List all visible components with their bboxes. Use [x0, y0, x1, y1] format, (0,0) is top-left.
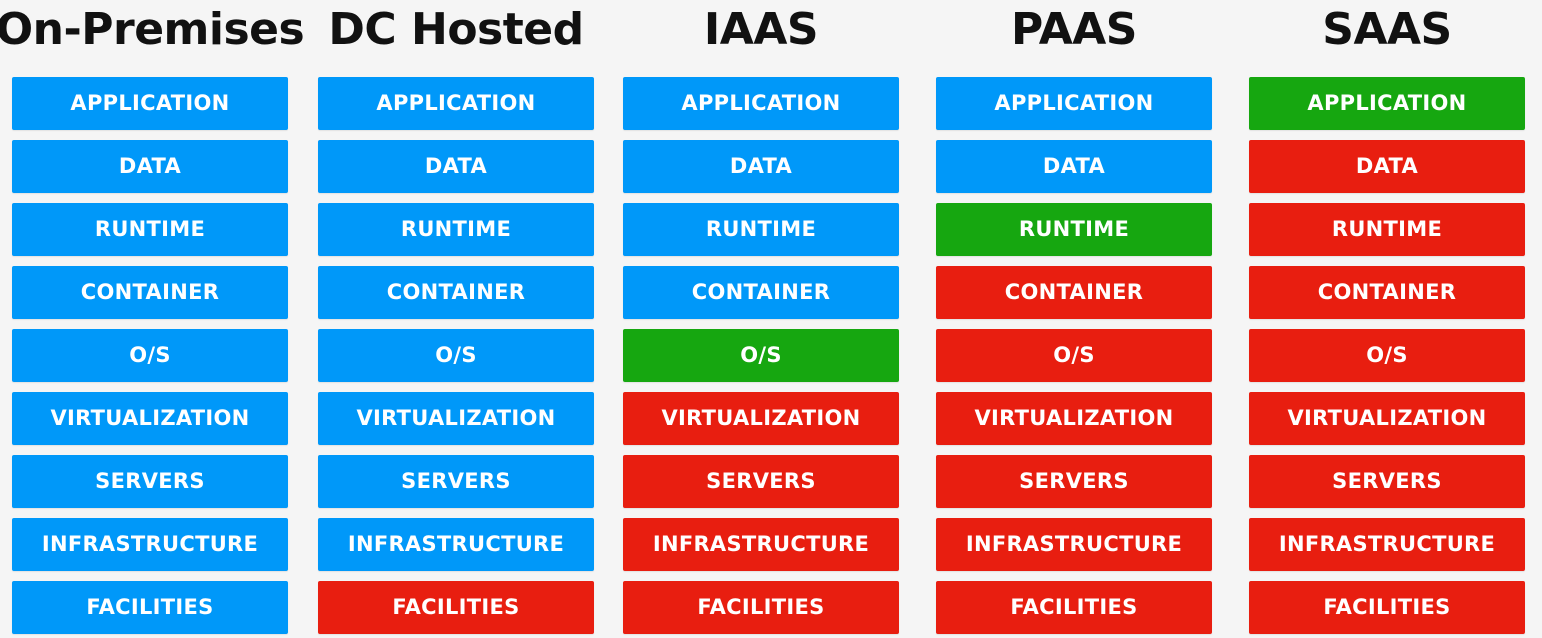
layer-facilities: FACILITIES [936, 581, 1212, 634]
layer-data: DATA [318, 140, 594, 193]
layer-runtime: RUNTIME [12, 203, 288, 256]
layer-os: O/S [12, 329, 288, 382]
layer-runtime: RUNTIME [623, 203, 899, 256]
layer-runtime: RUNTIME [318, 203, 594, 256]
layer-container: CONTAINER [12, 266, 288, 319]
layer-data: DATA [12, 140, 288, 193]
layer-os: O/S [623, 329, 899, 382]
layer-os: O/S [318, 329, 594, 382]
layer-virtualization: VIRTUALIZATION [623, 392, 899, 445]
layer-virtualization: VIRTUALIZATION [318, 392, 594, 445]
column-title: IAAS [703, 4, 819, 55]
layer-os: O/S [1249, 329, 1525, 382]
layer-infrastructure: INFRASTRUCTURE [1249, 518, 1525, 571]
layer-servers: SERVERS [1249, 455, 1525, 508]
layer-os: O/S [936, 329, 1212, 382]
layer-virtualization: VIRTUALIZATION [12, 392, 288, 445]
layer-facilities: FACILITIES [1249, 581, 1525, 634]
layer-infrastructure: INFRASTRUCTURE [318, 518, 594, 571]
layer-servers: SERVERS [623, 455, 899, 508]
layer-facilities: FACILITIES [318, 581, 594, 634]
layer-container: CONTAINER [623, 266, 899, 319]
layer-container: CONTAINER [936, 266, 1212, 319]
column-title: PAAS [1010, 4, 1138, 55]
layer-servers: SERVERS [936, 455, 1212, 508]
layer-virtualization: VIRTUALIZATION [1249, 392, 1525, 445]
layer-infrastructure: INFRASTRUCTURE [623, 518, 899, 571]
column-title: DC Hosted [328, 4, 584, 55]
layer-application: APPLICATION [12, 77, 288, 130]
layer-data: DATA [936, 140, 1212, 193]
column-title: On-Premises [0, 4, 305, 55]
layer-servers: SERVERS [318, 455, 594, 508]
layer-facilities: FACILITIES [623, 581, 899, 634]
layer-container: CONTAINER [1249, 266, 1525, 319]
layer-application: APPLICATION [936, 77, 1212, 130]
layer-runtime: RUNTIME [936, 203, 1212, 256]
layer-container: CONTAINER [318, 266, 594, 319]
layer-data: DATA [1249, 140, 1525, 193]
column-title: SAAS [1322, 4, 1452, 55]
layer-servers: SERVERS [12, 455, 288, 508]
layer-runtime: RUNTIME [1249, 203, 1525, 256]
layer-application: APPLICATION [318, 77, 594, 130]
layer-virtualization: VIRTUALIZATION [936, 392, 1212, 445]
layer-data: DATA [623, 140, 899, 193]
layer-infrastructure: INFRASTRUCTURE [12, 518, 288, 571]
layer-infrastructure: INFRASTRUCTURE [936, 518, 1212, 571]
layer-application: APPLICATION [623, 77, 899, 130]
layer-application: APPLICATION [1249, 77, 1525, 130]
layer-facilities: FACILITIES [12, 581, 288, 634]
